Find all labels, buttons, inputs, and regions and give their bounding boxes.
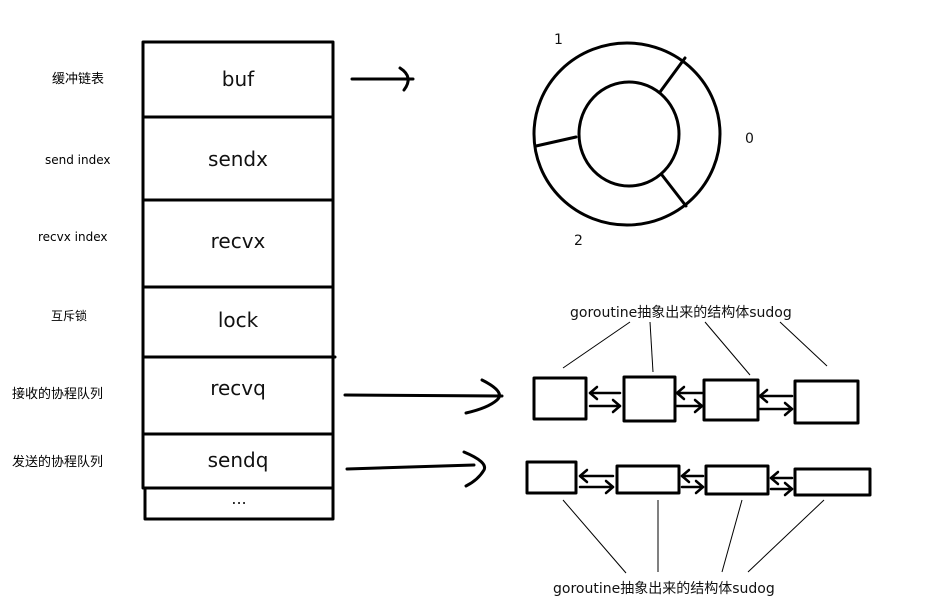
send-caption-pointers	[562, 499, 825, 574]
double-arrow	[578, 468, 615, 495]
ring-slot-divider	[658, 56, 687, 94]
struct-box	[141, 40, 335, 490]
double-arrow	[769, 470, 794, 497]
recv-caption-pointers	[562, 321, 828, 376]
label-recvq: 接收的协程队列	[12, 387, 104, 402]
field-buf: buf	[221, 67, 255, 91]
field-recvq: recvq	[210, 376, 266, 400]
send-sudog	[793, 467, 872, 497]
arrow-sendq-to-queue	[345, 463, 476, 471]
send-sudog	[615, 464, 681, 495]
recv-queue-caption: goroutine抽象出来的结构体sudog	[570, 305, 792, 321]
arrow-head	[464, 378, 501, 415]
field-sendq: sendq	[207, 448, 269, 472]
ring-slot-divider	[534, 135, 578, 148]
send-queue-caption: goroutine抽象出来的结构体sudog	[553, 581, 775, 597]
ring-slot-divider	[660, 173, 688, 208]
label-lock: 互斥锁	[51, 309, 88, 323]
arrow-recvq-to-queue	[343, 393, 504, 398]
more-cell	[143, 486, 335, 521]
arrow-head	[462, 450, 487, 488]
double-arrow	[680, 468, 705, 495]
label-sendx: send index	[45, 153, 111, 167]
field-recvx: recvx	[210, 229, 266, 253]
label-sendq: 发送的协程队列	[12, 455, 104, 470]
double-arrow	[588, 385, 622, 414]
arrow-head	[398, 66, 410, 92]
ring-inner	[577, 80, 681, 188]
label-recvx: recvx index	[38, 230, 108, 244]
send-sudog	[525, 460, 578, 495]
label-buf: 缓冲链表	[52, 72, 105, 87]
field-lock: lock	[217, 308, 259, 332]
recv-sudog	[622, 375, 677, 423]
recv-sudog	[793, 379, 860, 425]
send-sudog	[704, 464, 770, 496]
ring-slot-label: 0	[745, 131, 754, 147]
double-arrow	[675, 385, 704, 414]
recv-sudog	[532, 376, 588, 421]
ring-slot-label: 1	[554, 32, 563, 48]
ring-outer	[532, 41, 722, 227]
ring-slot-label: 2	[574, 233, 583, 249]
recv-sudog	[702, 378, 760, 422]
double-arrow	[758, 388, 794, 417]
field-more: ...	[231, 489, 247, 508]
field-sendx: sendx	[208, 147, 268, 171]
